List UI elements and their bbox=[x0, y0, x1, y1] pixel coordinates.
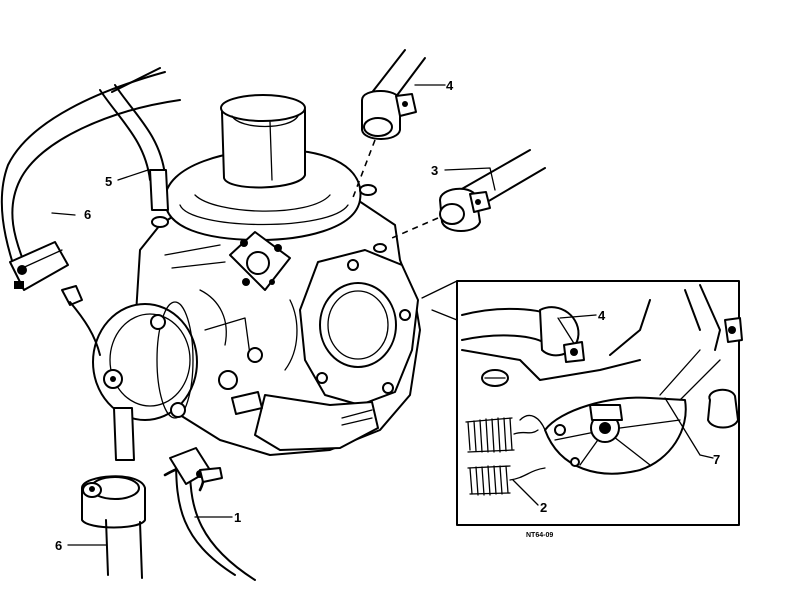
hose-3-clamp bbox=[391, 149, 546, 239]
callout-7: 7 bbox=[713, 452, 720, 467]
spring-upper bbox=[465, 417, 539, 453]
callout-6-upper: 6 bbox=[84, 207, 91, 222]
callout-3: 3 bbox=[431, 163, 438, 178]
callout-1: 1 bbox=[234, 510, 241, 525]
callout-4-top: 4 bbox=[446, 78, 454, 93]
callout-6-lower: 6 bbox=[55, 538, 62, 553]
hose-6-lower bbox=[81, 407, 146, 579]
hose-6-upper bbox=[0, 71, 181, 356]
leader-lines bbox=[51, 84, 714, 546]
callout-2: 2 bbox=[540, 500, 547, 515]
spring-lower bbox=[467, 465, 546, 496]
detail-inset: NT64-09 bbox=[421, 280, 743, 539]
figure-code: NT64-09 bbox=[526, 532, 553, 539]
choke-diaphragm-housing bbox=[92, 301, 198, 421]
carburetor-body bbox=[134, 94, 421, 456]
hose-1 bbox=[163, 447, 256, 581]
callout-labels: 1 2 3 4 4 5 6 6 7 bbox=[55, 78, 720, 553]
hose-4-clamp bbox=[351, 49, 426, 201]
callout-4-inset: 4 bbox=[598, 308, 606, 323]
callout-5: 5 bbox=[105, 174, 112, 189]
